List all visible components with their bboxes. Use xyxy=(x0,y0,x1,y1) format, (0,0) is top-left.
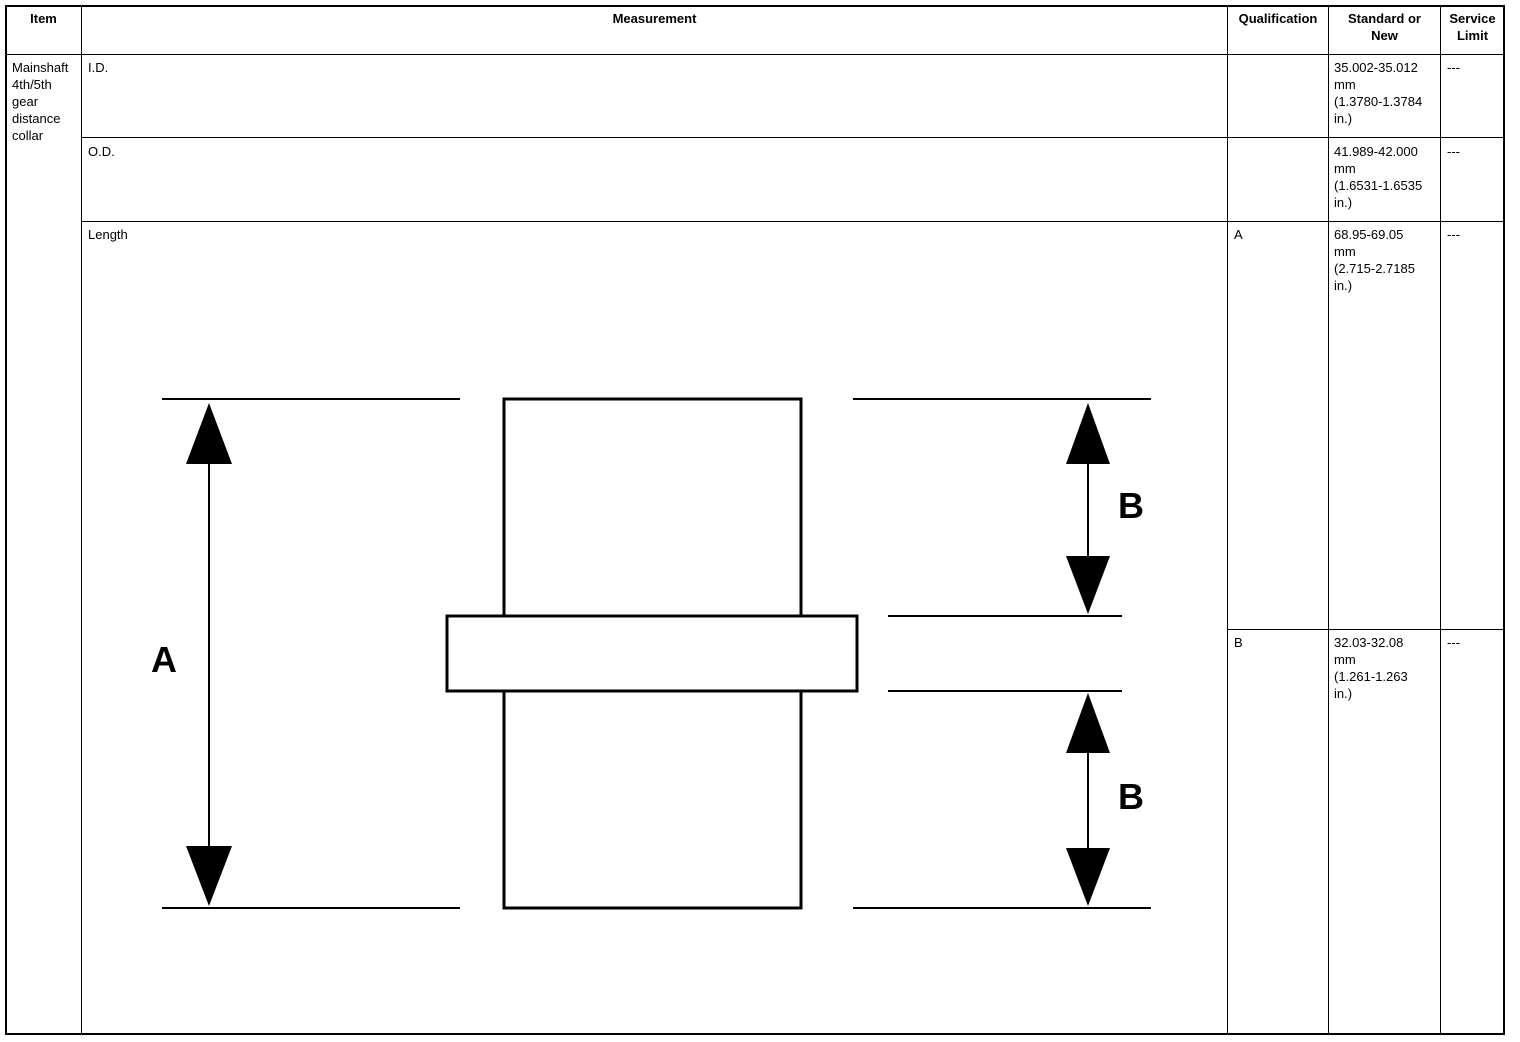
standard-id: 35.002-35.012 mm (1.3780-1.3784 in.) xyxy=(1334,60,1423,126)
arrow-up-icon xyxy=(1066,403,1110,464)
row-divider xyxy=(6,54,1504,55)
spec-table xyxy=(5,5,1505,1035)
measurement-length: Length xyxy=(88,227,128,242)
service-limit-length-a: --- xyxy=(1447,227,1460,242)
arrow-down-icon xyxy=(186,846,232,906)
collar-outline xyxy=(445,397,859,910)
dimension-b-bottom: B xyxy=(1066,693,1144,906)
collar-length-diagram: A B B xyxy=(151,397,1151,910)
standard-od: 41.989-42.000 mm (1.6531-1.6535 in.) xyxy=(1334,144,1423,210)
measurement-id: I.D. xyxy=(88,60,109,75)
header-service-limit: Service Limit xyxy=(1449,11,1496,43)
service-limit-od: --- xyxy=(1447,144,1460,159)
dimension-label-a: A xyxy=(151,639,177,680)
row-divider xyxy=(81,221,1504,222)
item-name: Mainshaft 4th/5th gear distance collar xyxy=(12,60,69,143)
header-item: Item xyxy=(30,11,57,26)
row-divider xyxy=(81,137,1504,138)
column-divider xyxy=(1227,6,1228,1034)
arrow-down-icon xyxy=(1066,848,1110,906)
arrow-up-icon xyxy=(186,403,232,464)
collar-lower-body xyxy=(502,691,803,910)
arrow-down-icon xyxy=(1066,556,1110,614)
column-divider xyxy=(1328,6,1329,1034)
service-limit-id: --- xyxy=(1447,60,1460,75)
standard-length-a: 68.95-69.05 mm (2.715-2.7185 in.) xyxy=(1334,227,1415,293)
header-measurement: Measurement xyxy=(612,11,697,26)
standard-length-b: 32.03-32.08 mm (1.261-1.263 in.) xyxy=(1334,635,1408,701)
collar-flange xyxy=(445,614,859,693)
header-qualification: Qualification xyxy=(1238,11,1318,26)
column-divider xyxy=(81,6,82,1034)
dimension-b-top: B xyxy=(1066,403,1144,614)
extension-lines xyxy=(162,398,1151,909)
row-divider xyxy=(1227,629,1504,630)
dimension-label-b-top: B xyxy=(1118,485,1144,526)
dimension-label-b-bottom: B xyxy=(1118,776,1144,817)
service-limit-length-b: --- xyxy=(1447,635,1460,650)
dimension-a: A xyxy=(151,403,232,906)
column-divider xyxy=(1440,6,1441,1034)
measurement-od: O.D. xyxy=(88,144,115,159)
collar-upper-body xyxy=(502,397,803,616)
header-standard: Standard or New xyxy=(1348,11,1421,43)
qualification-b: B xyxy=(1234,635,1243,650)
qualification-a: A xyxy=(1234,227,1243,242)
arrow-up-icon xyxy=(1066,693,1110,753)
